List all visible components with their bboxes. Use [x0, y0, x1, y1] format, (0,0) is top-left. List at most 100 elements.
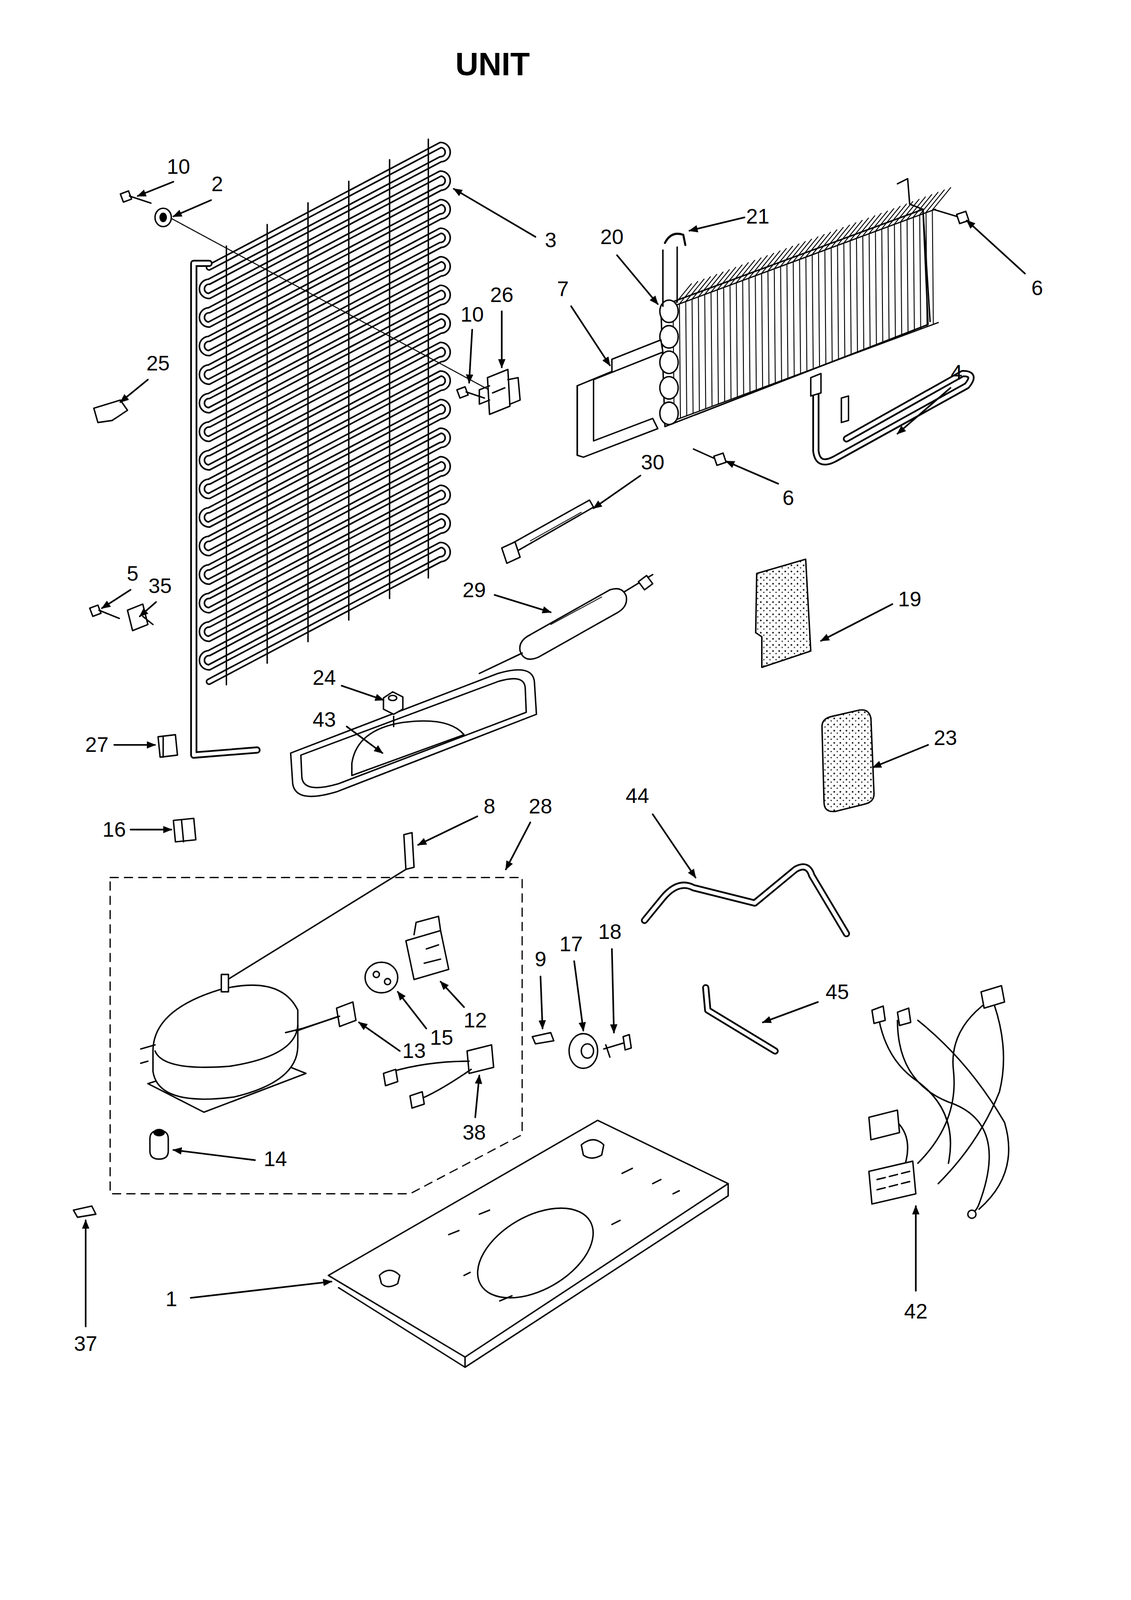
foam-block-part	[821, 709, 874, 812]
evaporator-part	[793, 238, 812, 376]
clip-part	[158, 734, 178, 757]
filter-drier-part	[519, 588, 627, 659]
evaporator-part	[780, 243, 799, 381]
evaporator-part	[869, 211, 888, 348]
evaporator-part	[812, 232, 831, 369]
filter-drier-part	[638, 575, 653, 590]
screw-part	[456, 386, 485, 399]
callout-number: 2	[211, 173, 224, 195]
sensor-part	[530, 512, 582, 541]
clip-part	[532, 1032, 554, 1044]
evaporator-part	[698, 274, 717, 411]
electrical-part-part	[384, 978, 391, 985]
clip	[73, 734, 554, 1217]
roller-part	[569, 1033, 598, 1069]
callout-number: 37	[73, 1332, 98, 1354]
condenser-coil	[202, 139, 448, 685]
callout-number: 42	[904, 1300, 928, 1322]
evaporator-tray-part	[577, 339, 664, 457]
callout-number: 28	[529, 795, 553, 817]
clip-part	[173, 818, 196, 842]
leader-arrow	[190, 1281, 332, 1298]
callout-number: 10	[460, 303, 484, 325]
evaporator-part	[799, 236, 818, 374]
condenser-coil-part	[202, 145, 448, 682]
leader-arrow	[475, 1074, 480, 1117]
tube	[644, 866, 847, 1051]
wire-harness-part	[871, 1005, 911, 1025]
evaporator-part	[843, 220, 862, 358]
leader-arrow	[84, 1219, 87, 1327]
evaporator-part	[767, 248, 787, 386]
callout-number: 30	[641, 451, 665, 473]
wire-harness-part	[868, 1160, 916, 1204]
evaporator-part	[786, 241, 805, 379]
callout-number: 19	[897, 588, 922, 610]
compressor-part	[155, 1025, 298, 1068]
callout-number: 21	[746, 205, 770, 227]
electrical-part-part	[414, 915, 441, 963]
leader-arrow	[341, 685, 384, 700]
mount-line-part	[171, 218, 495, 393]
evaporator-part	[805, 234, 825, 372]
leader-arrow	[872, 744, 929, 768]
evaporator-part	[875, 208, 894, 346]
leader-arrow	[617, 254, 658, 304]
compressor-part	[154, 1129, 165, 1136]
electrical-part	[295, 915, 494, 1108]
grommet-part	[160, 213, 167, 222]
defrost-heater	[810, 373, 971, 462]
condenser-leg	[193, 263, 258, 755]
evaporator	[659, 178, 951, 427]
leader-arrow	[914, 1205, 917, 1291]
grommet-part	[155, 207, 172, 227]
electrical-part-part	[336, 1001, 356, 1027]
base-plate-part	[328, 1120, 729, 1357]
condenser-leg-part	[193, 263, 258, 755]
leader-arrow	[173, 1149, 255, 1160]
compressor-part	[221, 974, 229, 992]
base-plate-part	[462, 1188, 609, 1316]
base-plate	[328, 1120, 729, 1367]
evaporator-part	[673, 209, 939, 421]
evaporator-part	[717, 267, 736, 405]
leader-arrow	[612, 948, 614, 1033]
evaporator-part	[704, 271, 723, 409]
evaporator-part	[685, 279, 705, 416]
wire-harness-part	[980, 985, 1005, 1008]
callout-number: 27	[85, 733, 109, 755]
callout-number: 13	[402, 1039, 426, 1061]
leader-arrow	[130, 828, 172, 831]
condenser-leg-part	[193, 263, 258, 755]
evaporator-part	[856, 215, 875, 353]
evaporator-part	[850, 217, 869, 355]
callout-number: 26	[490, 284, 514, 306]
callout-number: 24	[312, 666, 337, 688]
defrost-heater-part	[815, 373, 971, 462]
defrost-heater-part	[810, 373, 849, 423]
roller	[569, 1033, 632, 1069]
evaporator-part	[659, 351, 679, 374]
callout-number: 16	[102, 818, 126, 840]
evaporator-tray	[577, 339, 664, 457]
drain-pan-part	[300, 678, 527, 788]
leader-arrow	[574, 960, 584, 1031]
foam-block	[755, 559, 874, 812]
condenser-coil-part	[266, 224, 268, 664]
base-plate-part	[379, 1269, 400, 1287]
leader-arrow	[540, 975, 543, 1028]
drain-pan-part	[383, 691, 403, 714]
leader-arrow	[494, 594, 551, 613]
evaporator-part	[907, 197, 926, 334]
condenser-coil-part	[347, 181, 350, 620]
callout-number: 43	[312, 708, 337, 730]
wire-harness	[868, 985, 1009, 1218]
compressor	[140, 869, 406, 1159]
condenser-coil-part	[427, 139, 430, 578]
callout-number: 7	[557, 278, 570, 300]
evaporator-part	[692, 276, 711, 414]
evaporator-part	[862, 213, 882, 351]
evaporator-part	[774, 246, 793, 384]
